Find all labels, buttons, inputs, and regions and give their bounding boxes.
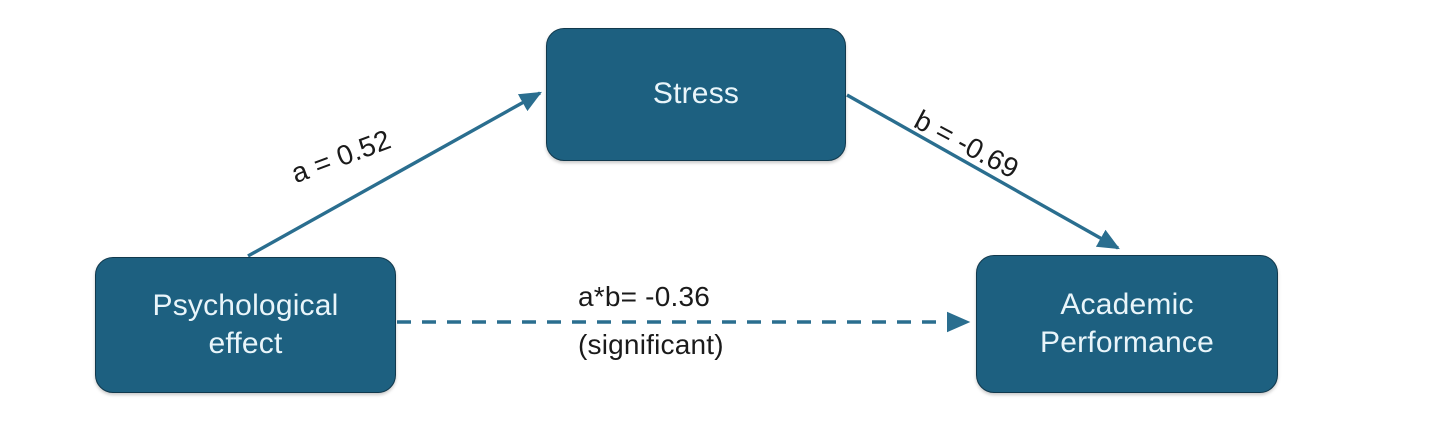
- node-academic-performance-label: Academic Performance: [1040, 287, 1214, 359]
- edge-label-indirect-significance: (significant): [578, 329, 724, 360]
- node-stress[interactable]: Stress: [546, 28, 846, 161]
- node-psychological-effect-label: Psychological effect: [152, 288, 339, 360]
- edge-path-a: [247, 91, 542, 258]
- node-stress-label: Stress: [652, 77, 740, 111]
- node-psychological-effect[interactable]: Psychological effect: [95, 257, 396, 393]
- node-academic-performance[interactable]: Academic Performance: [976, 255, 1278, 393]
- edge-path-b: [846, 93, 1120, 250]
- edge-label-indirect-value: a*b= -0.36: [578, 281, 710, 312]
